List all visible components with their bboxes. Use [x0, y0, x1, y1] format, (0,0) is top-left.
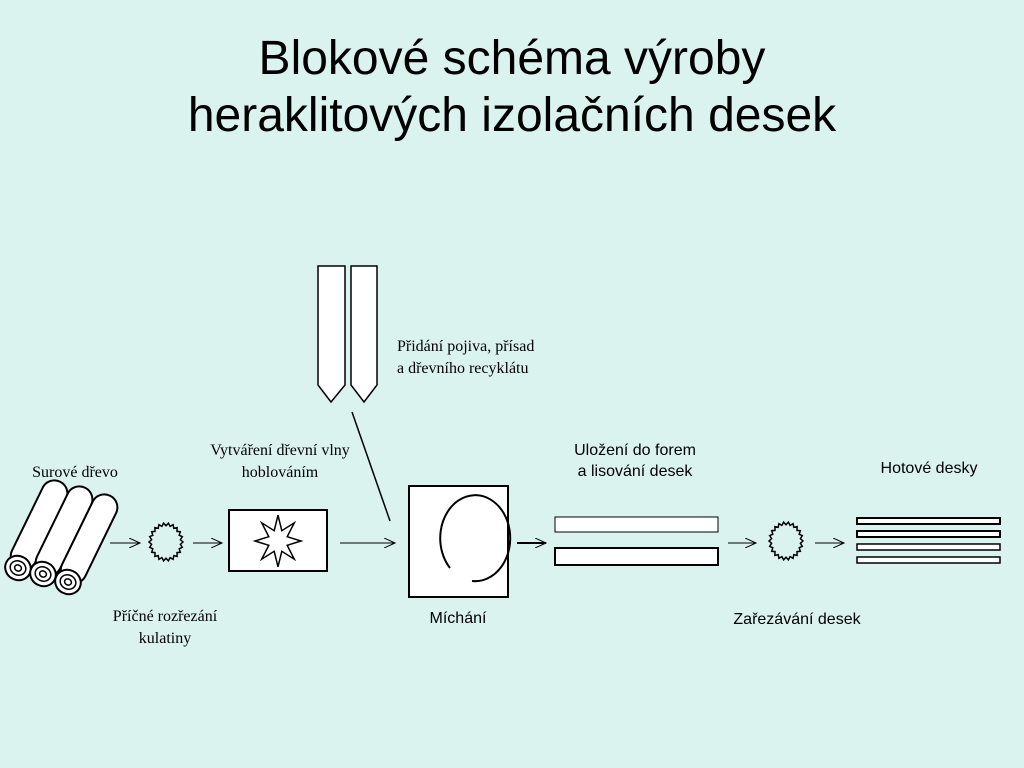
mixer-box	[408, 485, 509, 598]
label-wool-making-2: hoblováním	[242, 464, 319, 481]
label-cross-cut-2: kulatiny	[139, 630, 191, 647]
label-mixing: Míchání	[430, 610, 487, 627]
jagged-disc-icon	[147, 521, 185, 563]
planing-box	[228, 509, 328, 572]
label-finished: Hotové desky	[881, 460, 978, 477]
label-molding: Uložení do forem	[574, 442, 696, 459]
hopper-icon	[317, 265, 378, 404]
label-additives: Přidání pojiva, přísad	[397, 338, 534, 355]
saw-blade-icon	[767, 520, 805, 562]
feed-line	[351, 411, 391, 522]
title-line-1: Blokové schéma výroby	[258, 32, 766, 85]
finished-boards	[856, 517, 1001, 564]
label-wool-making: Vytváření dřevní vlny	[210, 442, 350, 459]
label-cross-cut: Příčné rozřezání	[113, 608, 218, 625]
title-line-2: heraklitových izolačních desek	[187, 89, 837, 142]
label-molding-2: a lisování desek	[578, 463, 694, 480]
label-raw-wood: Surové dřevo	[32, 464, 118, 481]
label-trimming: Zařezávání desek	[733, 611, 861, 628]
molded-boards	[554, 516, 719, 566]
page-title: Blokové schéma výroby heraklitových izol…	[0, 30, 1024, 144]
logs-icon	[4, 479, 119, 596]
mixing-circle-icon	[439, 494, 512, 583]
star-icon	[252, 515, 304, 567]
label-additives-2: a dřevního recyklátu	[397, 360, 529, 377]
